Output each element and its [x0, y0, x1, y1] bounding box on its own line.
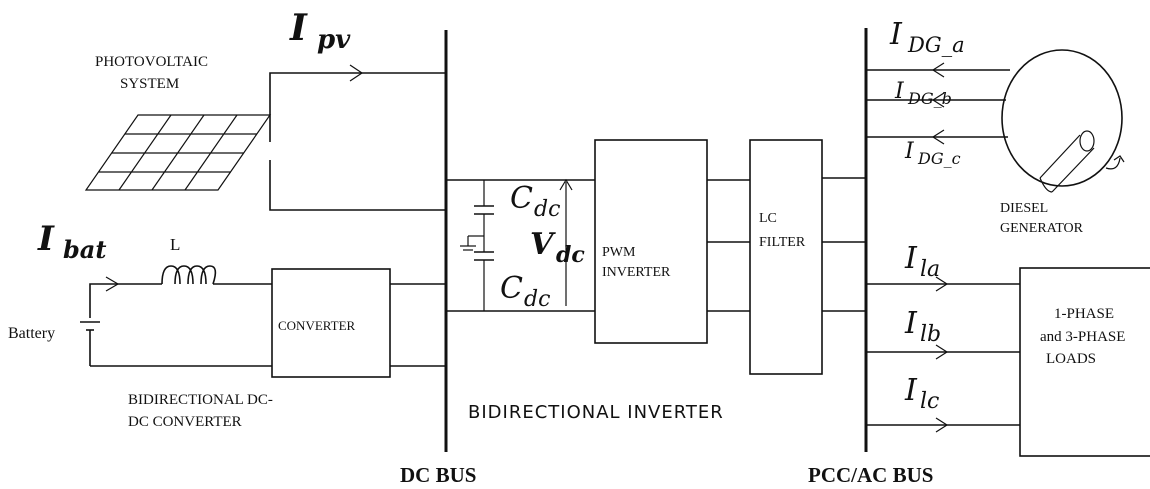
ilc-label: I lc	[904, 373, 939, 414]
diesel-generator-icon	[1001, 49, 1125, 193]
svg-text:DG_b: DG_b	[907, 89, 952, 108]
pwm-label-line1: PWM	[602, 245, 636, 260]
dg-phase-a-arrow	[931, 62, 945, 78]
converter-label: CONVERTER	[278, 318, 356, 333]
photovoltaic-label-line1: PHOTOVOLTAIC	[95, 54, 208, 70]
svg-text:dc: dc	[524, 287, 550, 312]
loads-box	[1019, 267, 1150, 457]
svg-text:I: I	[904, 306, 918, 341]
svg-text:I: I	[904, 373, 918, 408]
diesel-label-line1: DIESEL	[1000, 201, 1048, 216]
bidirectional-inverter-label: BIDIRECTIONAL INVERTER	[468, 402, 724, 423]
svg-text:I: I	[37, 219, 55, 259]
svg-text:lc: lc	[920, 389, 939, 414]
svg-text:I: I	[894, 79, 905, 104]
ground-icon	[460, 235, 484, 251]
dc-capacitor-icon	[474, 180, 494, 311]
dcdc-converter-box	[271, 268, 391, 378]
svg-text:dc: dc	[534, 197, 560, 222]
svg-text:lb: lb	[920, 322, 941, 347]
pv-top-wire	[269, 72, 446, 142]
pv-bottom-wire	[269, 160, 446, 211]
vdc-label: V dc	[530, 227, 585, 268]
battery-symbol-icon	[80, 321, 100, 366]
lc-filter-label-line2: FILTER	[759, 235, 806, 250]
loads-label-line2: and 3-PHASE	[1040, 329, 1125, 345]
pv-current-label: I pv	[289, 7, 351, 55]
loads-label-line1: 1-PHASE	[1054, 306, 1114, 322]
svg-text:DG_a: DG_a	[907, 33, 965, 57]
load-phase-b-arrow	[935, 344, 949, 360]
dg-phase-c-arrow	[931, 129, 945, 145]
pwm-inverter-box	[594, 139, 708, 344]
battery-top-wire	[89, 283, 162, 318]
load-phase-a-arrow	[935, 276, 949, 292]
svg-text:I: I	[904, 241, 918, 276]
svg-text:bat: bat	[63, 235, 106, 264]
pv-current-arrow	[349, 64, 364, 82]
idg-b-label: I DG_b	[894, 79, 952, 108]
pv-panel-icon	[84, 114, 272, 191]
ilb-label: I lb	[904, 306, 941, 347]
ila-label: I la	[904, 241, 940, 282]
idg-c-label: I DG_c	[904, 139, 961, 168]
inductor-coil-icon	[161, 265, 217, 285]
lc-filter-box	[749, 139, 823, 375]
load-phase-c-arrow	[935, 417, 949, 433]
svg-text:I: I	[289, 7, 308, 49]
pwm-label-line2: INVERTER	[602, 265, 671, 280]
battery-current-label: I bat	[37, 219, 106, 264]
svg-text:pv: pv	[317, 25, 351, 55]
svg-text:I: I	[904, 139, 915, 164]
inductor-label: L	[170, 235, 180, 254]
svg-text:DG_c: DG_c	[917, 149, 961, 168]
svg-text:la: la	[920, 257, 940, 282]
bidirectional-dcdc-label-line1: BIDIRECTIONAL DC-	[128, 392, 273, 408]
svg-text:C: C	[500, 271, 523, 306]
dg-phase-b-arrow	[931, 92, 945, 108]
diesel-label-line2: GENERATOR	[1000, 221, 1084, 236]
dc-bus-label: DC BUS	[400, 463, 476, 487]
svg-text:C: C	[510, 181, 533, 216]
svg-text:I: I	[889, 17, 903, 52]
svg-text:V: V	[530, 227, 556, 262]
svg-text:dc: dc	[556, 242, 585, 268]
bidirectional-dcdc-label-line2: DC CONVERTER	[128, 414, 242, 430]
vdc-arrow-icon	[559, 178, 573, 306]
loads-label-line3: LOADS	[1046, 351, 1096, 367]
cdc-top-label: C dc	[510, 181, 560, 222]
battery-label: Battery	[8, 325, 55, 342]
cdc-bottom-label: C dc	[500, 271, 550, 312]
lc-filter-label-line1: LC	[759, 211, 777, 226]
battery-current-arrow	[105, 276, 120, 292]
idg-a-label: I DG_a	[889, 17, 965, 57]
pcc-ac-bus-label: PCC/AC BUS	[808, 463, 933, 487]
photovoltaic-label-line2: SYSTEM	[120, 76, 179, 92]
